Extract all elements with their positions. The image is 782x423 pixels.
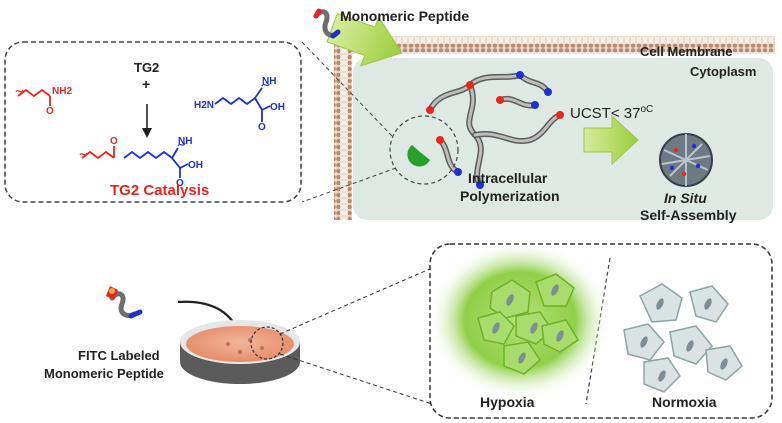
zoom-line-bottom — [301, 167, 397, 203]
selfassembly-label: Self-Assembly — [640, 207, 737, 223]
lysine-nh-label: NH — [262, 76, 277, 87]
lysine-o-label: O — [258, 122, 266, 133]
dish-zoom-line-top — [279, 267, 433, 335]
product-structure — [79, 142, 189, 178]
product-nh-label: NH — [178, 136, 193, 147]
nh2-label: NH2 — [52, 86, 73, 97]
ucst-text: UCST< 37 — [570, 105, 641, 122]
cytoplasm-label: Cytoplasm — [690, 64, 757, 79]
fitc-peptide-icon — [106, 286, 143, 319]
h2n-label: H2N — [194, 100, 215, 111]
dish-zoom-circle — [250, 326, 284, 360]
cytoplasm-region — [353, 58, 773, 220]
monomeric-peptide-label: Monomeric Peptide — [340, 8, 470, 24]
entry-arrow — [326, 12, 403, 67]
nanoparticle-icon — [659, 133, 713, 187]
cell-membrane-horizontal — [340, 36, 775, 54]
tg2-catalysis-title: TG2 Catalysis — [110, 182, 210, 199]
fitc-label-line1: FITC Labeled — [78, 348, 160, 363]
hypoxia-label: Hypoxia — [480, 394, 535, 410]
polymerization-label-line2: Polymerization — [460, 188, 560, 204]
petri-dish — [180, 320, 300, 384]
catalysis-box — [4, 41, 302, 203]
fitc-label-line2: Monomeric Peptide — [44, 366, 164, 381]
tg2-enzyme-icon — [407, 145, 430, 167]
normoxia-nuclei — [640, 298, 728, 382]
product-o2-label: O — [176, 178, 184, 189]
product-o-label: O — [110, 136, 118, 147]
dish-zoom-line-bottom — [279, 353, 433, 405]
glutamine-structure — [15, 88, 51, 106]
ucst-unit-text: oC — [640, 104, 654, 115]
monomer-peptide-icon — [313, 8, 341, 39]
zoom-line-top — [301, 41, 393, 137]
polymer-network — [426, 71, 564, 189]
polymerization-label-line1: Intracellular — [468, 170, 548, 186]
zoom-source-circle — [389, 115, 459, 185]
cell-membrane-vertical — [334, 40, 352, 220]
insitu-label: In Situ — [664, 190, 707, 206]
product-oh-label: OH — [188, 160, 203, 171]
glutamine-o-label: O — [46, 106, 54, 117]
lysine-oh-label: OH — [270, 102, 285, 113]
plus-sign: + — [142, 76, 151, 92]
tg2-enzyme-label: TG2 — [134, 60, 160, 75]
cell-membrane-label: Cell Membrane — [640, 44, 733, 59]
normoxia-label: Normoxia — [652, 394, 717, 410]
ucst-label: UCST< 37oC — [570, 104, 653, 122]
reaction-arrow — [142, 104, 152, 138]
lysine-structure — [214, 83, 271, 122]
hypoxia-nuclei — [492, 284, 564, 364]
ucst-arrow — [583, 114, 639, 166]
